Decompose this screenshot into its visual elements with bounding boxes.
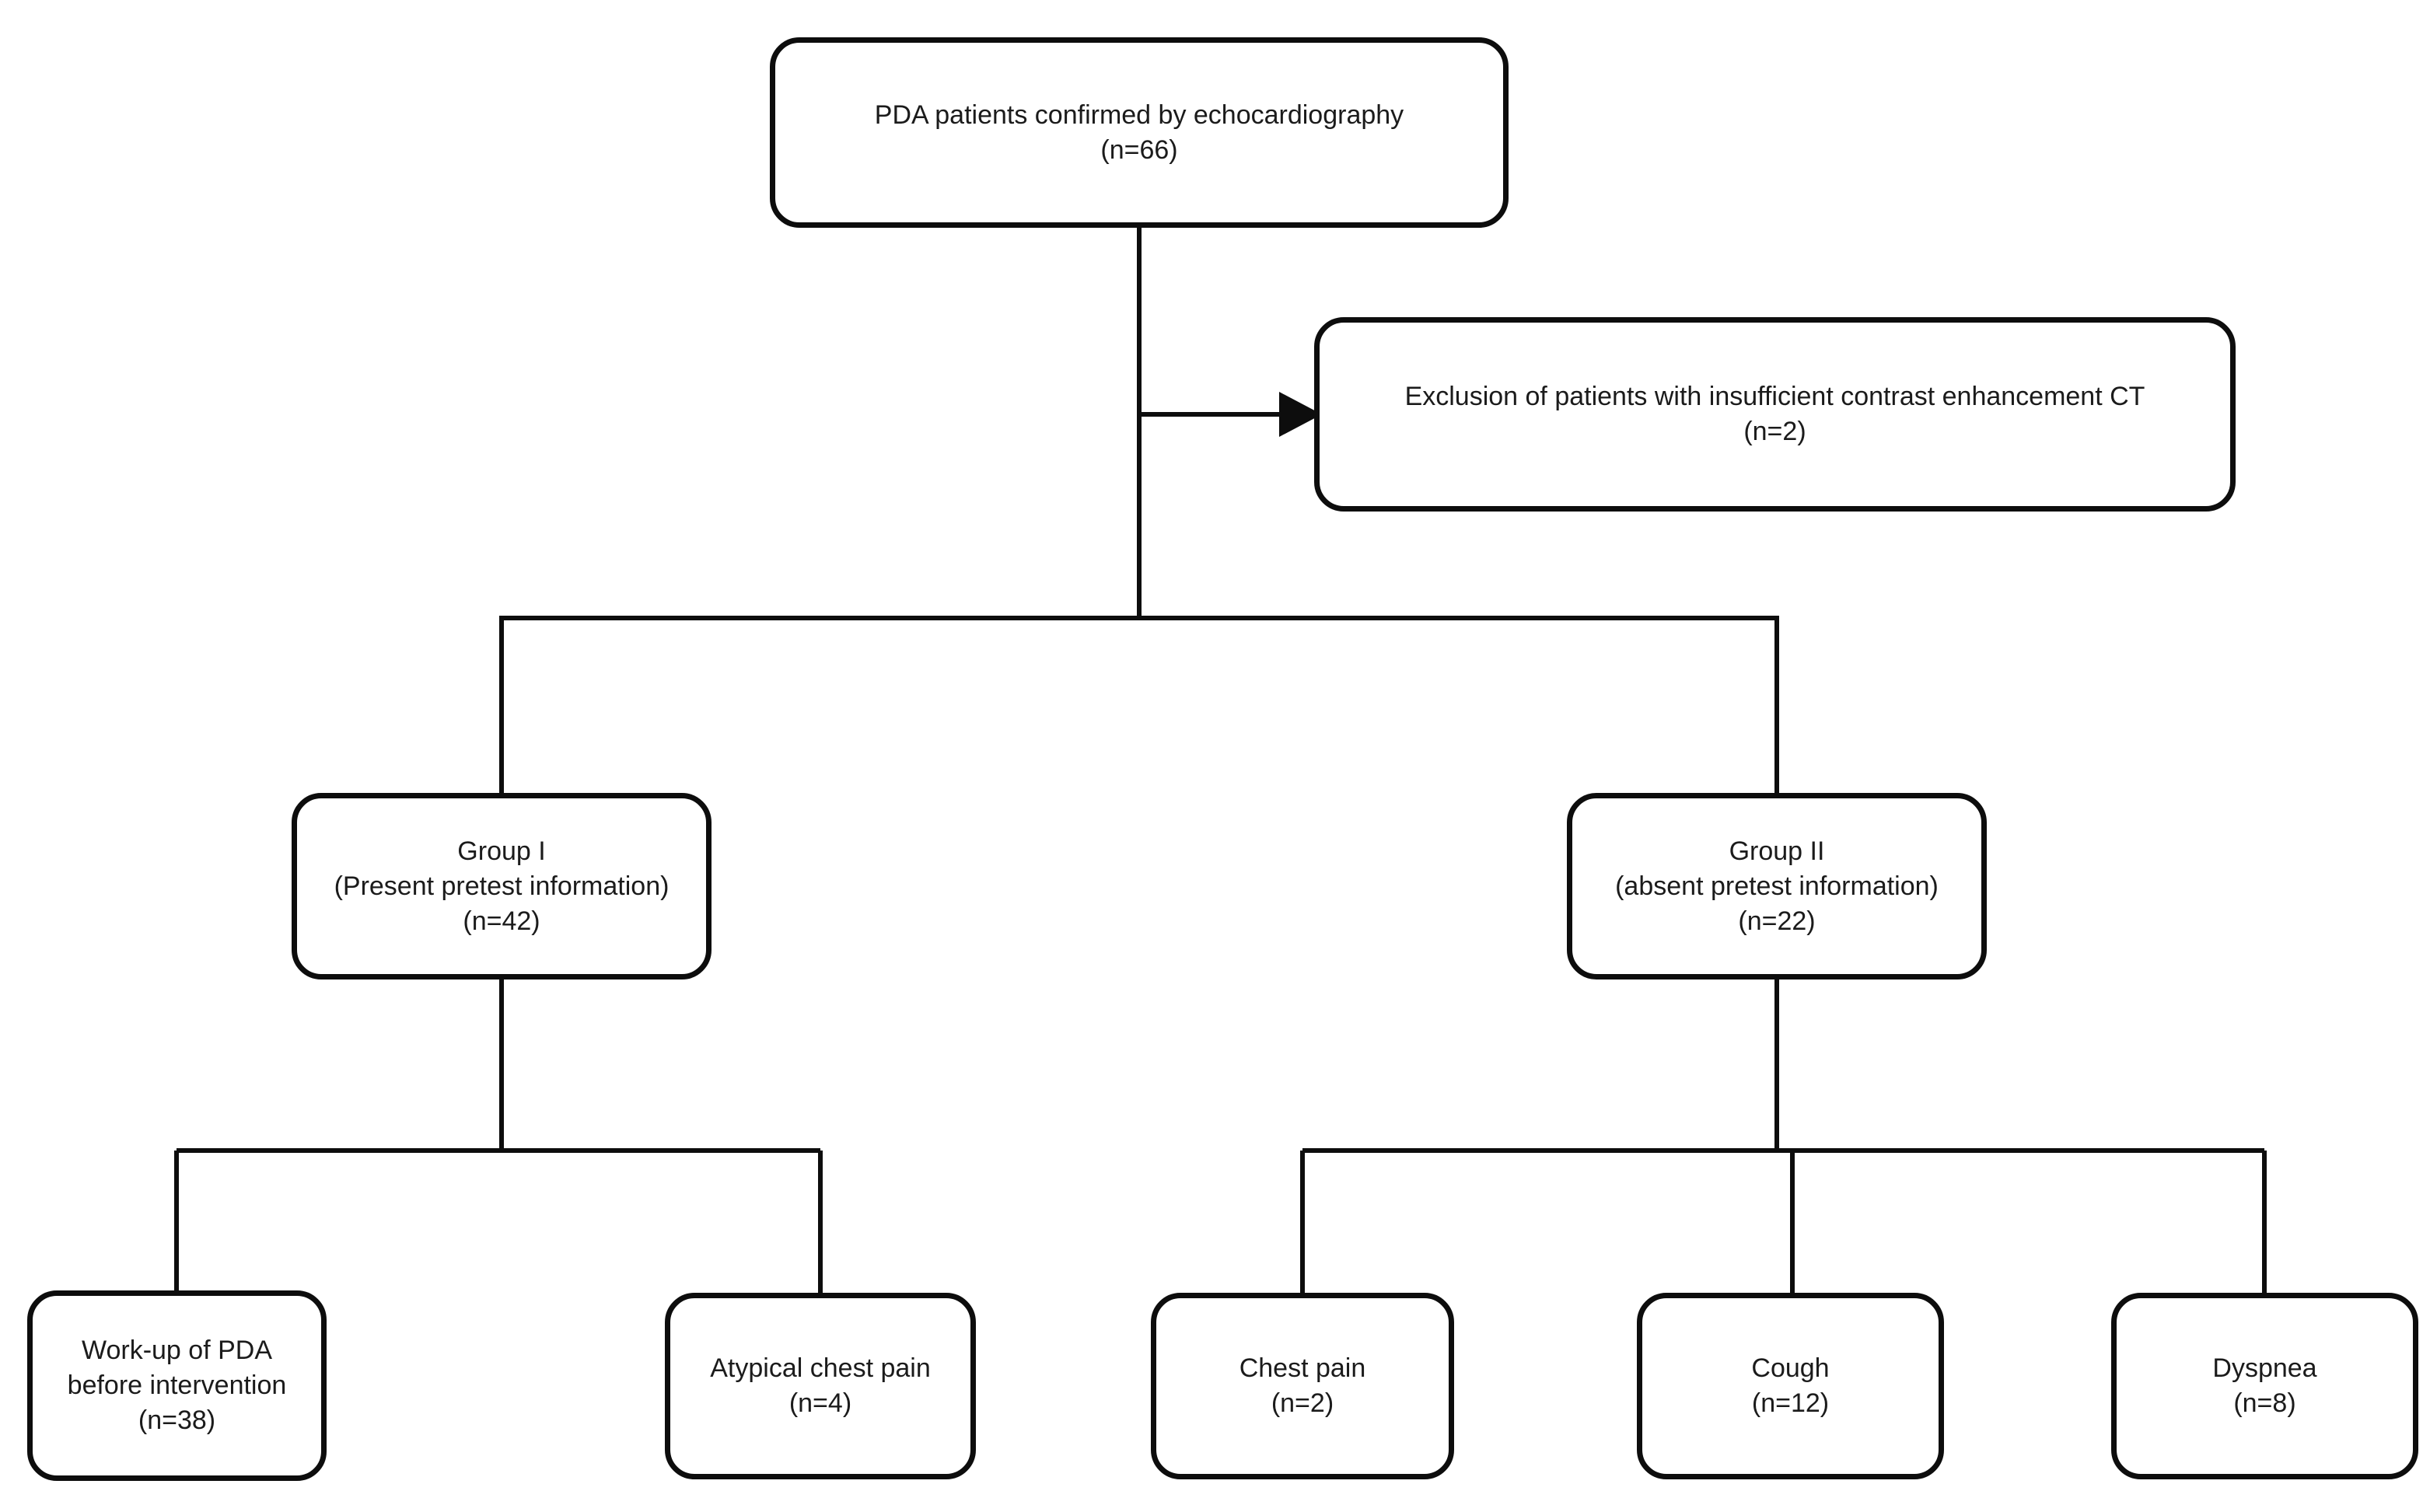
node-label: Chest pain: [1239, 1353, 1366, 1383]
node-label: Group II: [1729, 836, 1825, 866]
node-sublabel: (Present pretest information): [334, 871, 670, 901]
node-count: (n=66): [1100, 134, 1178, 165]
flow-node-atypical-chest-pain: Atypical chest pain (n=4): [665, 1293, 976, 1479]
flow-node-exclusion: Exclusion of patients with insufficient …: [1314, 317, 2236, 512]
flow-node-cough: Cough (n=12): [1637, 1293, 1944, 1479]
node-label: Atypical chest pain: [710, 1353, 931, 1383]
flow-node-workup: Work-up of PDA before intervention (n=38…: [27, 1290, 327, 1481]
node-label: Exclusion of patients with insufficient …: [1404, 382, 2145, 411]
node-sublabel: (absent pretest information): [1615, 871, 1939, 901]
node-count: (n=22): [1738, 906, 1816, 936]
node-label: Work-up of PDA: [81, 1336, 272, 1365]
arrowhead-icon: [1279, 392, 1322, 437]
node-count: (n=42): [463, 906, 540, 936]
flow-node-total-patients: PDA patients confirmed by echocardiograp…: [770, 37, 1509, 228]
node-label: before intervention: [67, 1371, 287, 1400]
node-label: Dyspnea: [2212, 1353, 2317, 1383]
node-label: Group I: [457, 836, 546, 866]
flow-node-dyspnea: Dyspnea (n=8): [2111, 1293, 2418, 1479]
flow-node-chest-pain: Chest pain (n=2): [1151, 1293, 1454, 1479]
node-count: (n=2): [1743, 417, 1806, 446]
node-count: (n=4): [788, 1388, 852, 1418]
node-count: (n=2): [1271, 1388, 1334, 1418]
node-label: PDA patients confirmed by echocardiograp…: [874, 100, 1404, 130]
node-label: Cough: [1751, 1353, 1830, 1383]
node-count: (n=38): [138, 1405, 216, 1435]
node-count: (n=12): [1751, 1388, 1830, 1418]
node-count: (n=8): [2233, 1388, 2296, 1418]
flow-node-group2: Group II (absent pretest information) (n…: [1567, 793, 1987, 979]
flow-node-group1: Group I (Present pretest information) (n…: [292, 793, 712, 979]
